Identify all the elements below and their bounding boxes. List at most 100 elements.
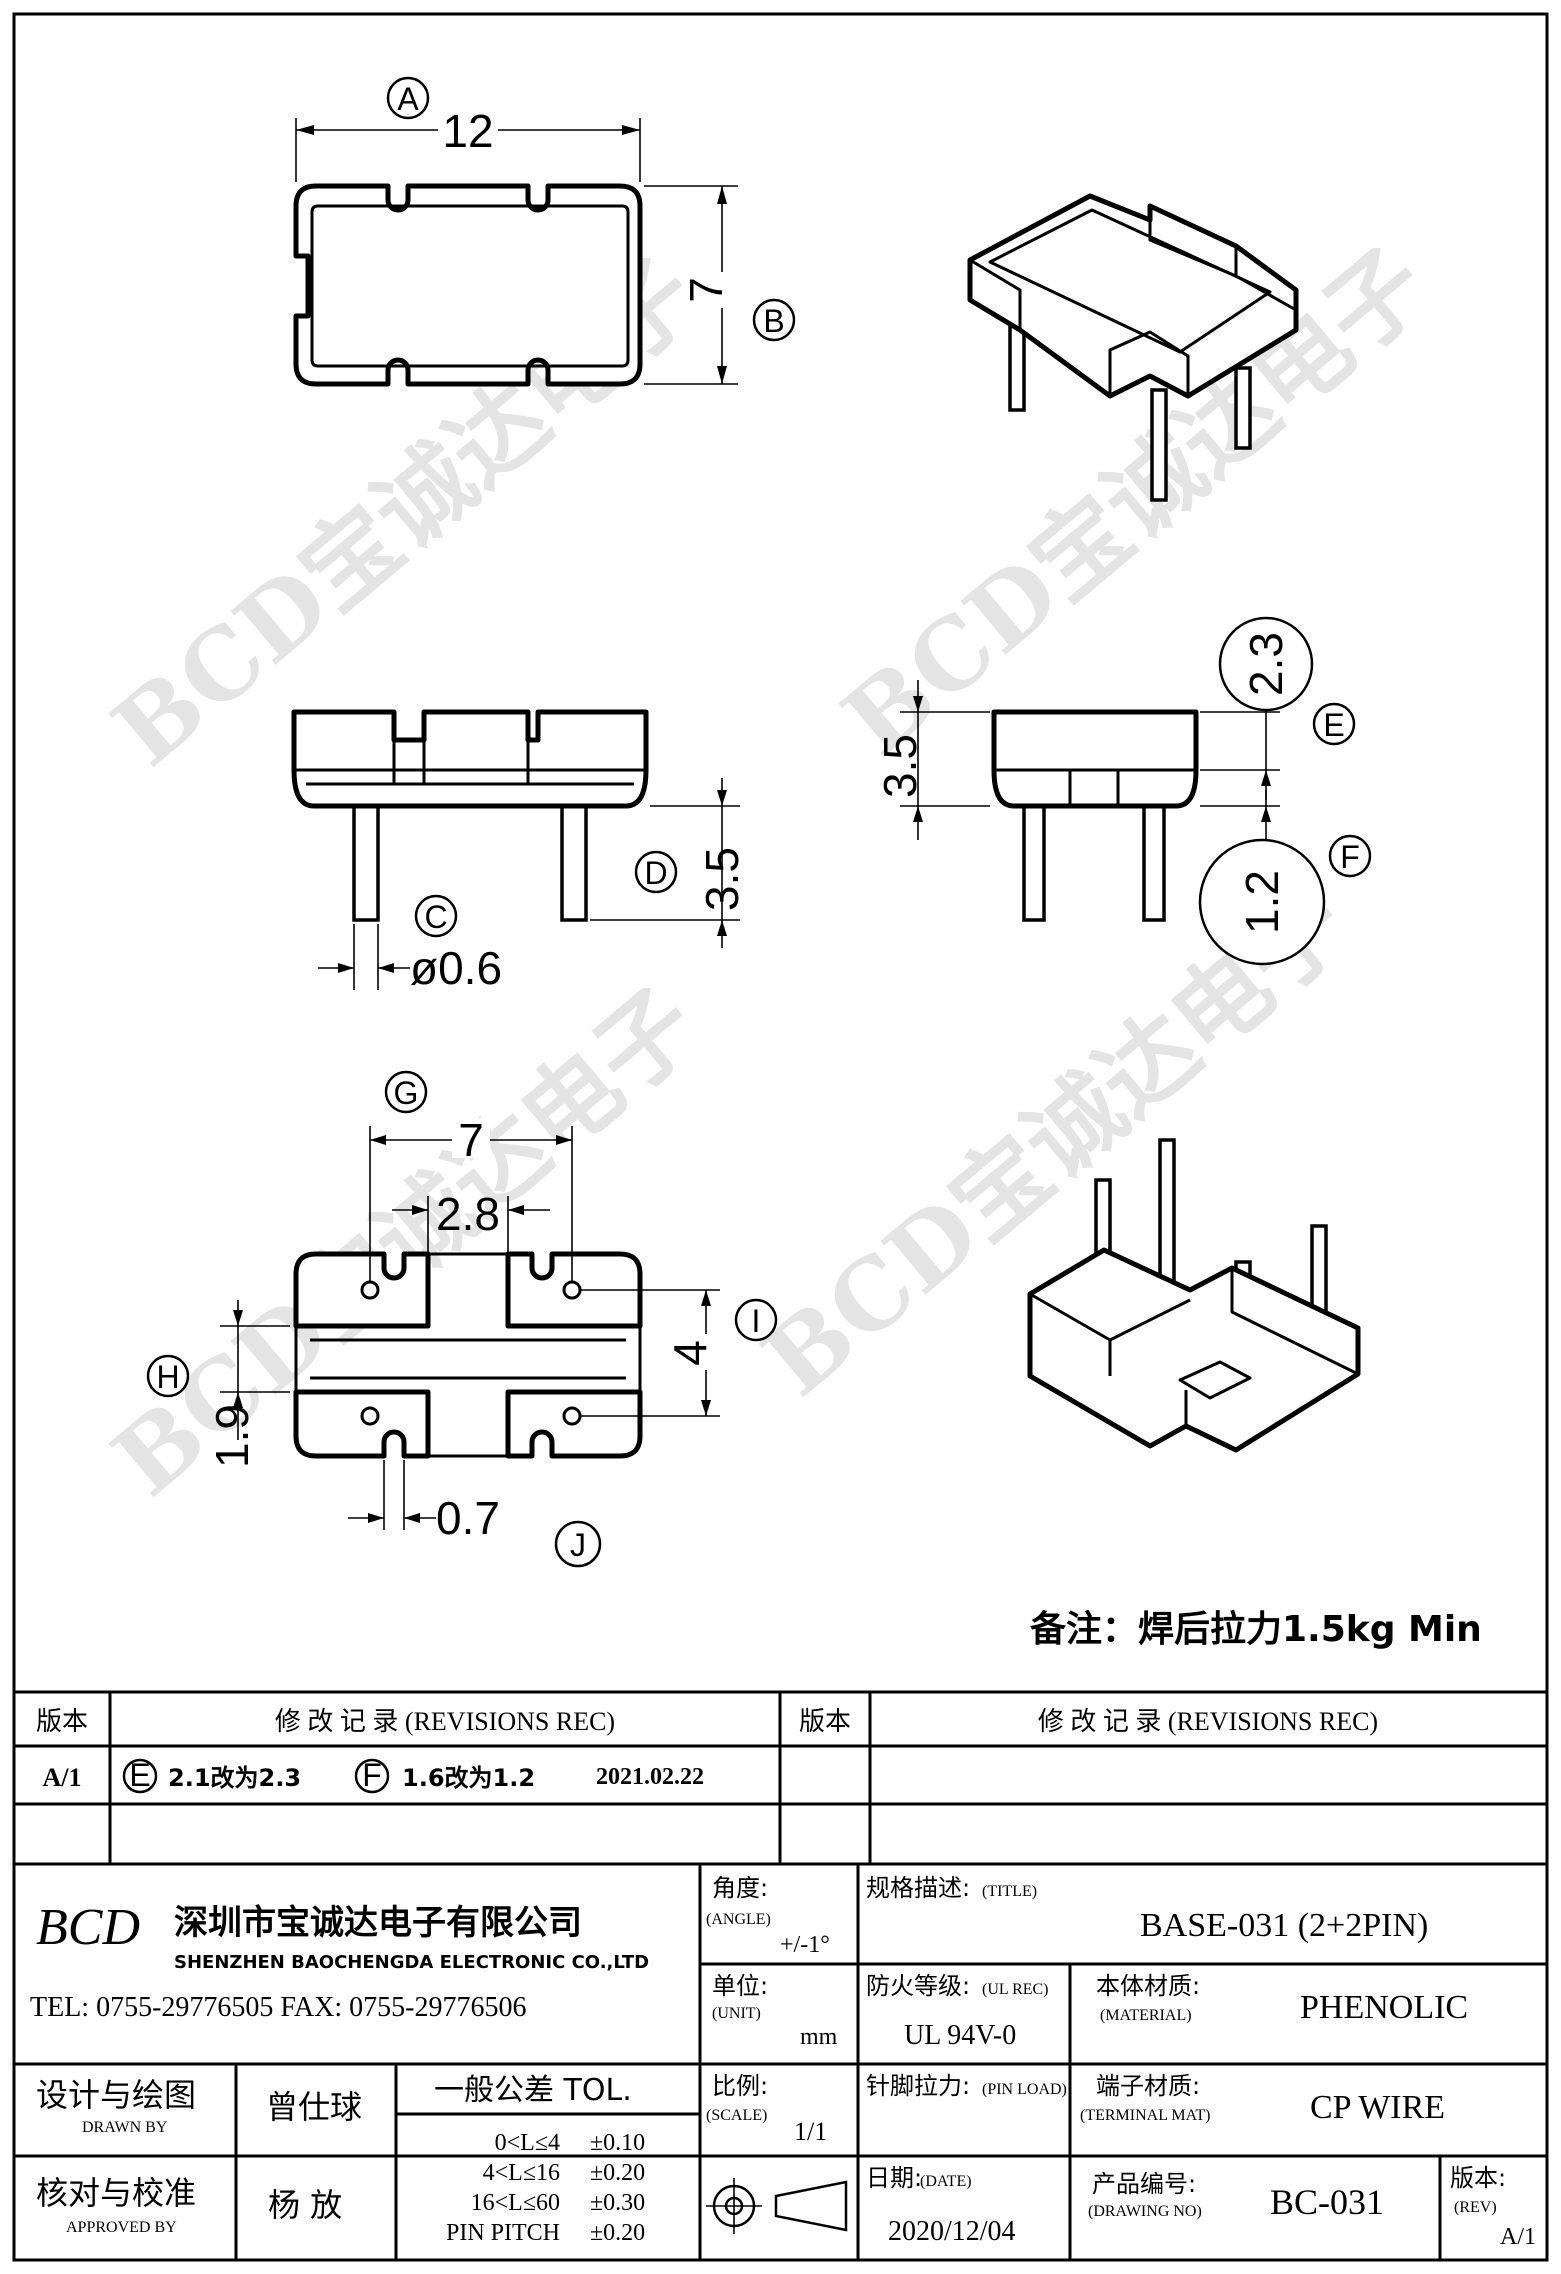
tol-title: 一般公差 TOL.: [434, 2073, 632, 2108]
callout-i: [734, 1298, 778, 1342]
body-height-value: 2.3: [1240, 632, 1292, 696]
top-depth-value: 7: [680, 277, 732, 303]
callout-j: [554, 1520, 602, 1568]
top-width-value: 12: [442, 105, 493, 157]
rev-e-text: 2.1改为2.3: [168, 1764, 301, 1792]
title-label: 规格描述:: [866, 1874, 970, 1902]
scale-label: 比例:: [712, 2072, 768, 2100]
callout-e-label: E: [1323, 707, 1344, 743]
date-label: 日期:: [866, 2164, 922, 2192]
callout-a-label: A: [397, 81, 419, 117]
company-contact: TEL: 0755-29776505 FAX: 0755-29776506: [30, 1992, 526, 2023]
drawing-label: 产品编号:: [1092, 2170, 1196, 2198]
callout-c: [414, 894, 458, 938]
title-block: BCD 深圳市宝诚达电子有限公司 SHENZHEN BAOCHENGDA ELE…: [12, 1862, 1549, 2262]
rev-label-en: (REV): [1454, 2199, 1497, 2216]
tol-value-0: ±0.10: [590, 2130, 645, 2156]
title-label-en: (TITLE): [982, 1883, 1037, 1900]
rev-col-version: 版本: [36, 1707, 88, 1737]
scale-label-en: (SCALE): [706, 2107, 767, 2124]
callout-b-label: B: [763, 303, 784, 339]
terminal-label-en: (TERMINAL MAT): [1080, 2107, 1211, 2124]
rev-col-version-2: 版本: [799, 1707, 851, 1737]
callout-i-label: I: [752, 1303, 761, 1339]
material-value: PHENOLIC: [1300, 1989, 1468, 2026]
slot-value: 0.7: [436, 1492, 500, 1544]
standoff-value: 1.2: [1236, 870, 1288, 934]
approved-label: 核对与校准: [36, 2174, 196, 2212]
material-label: 本体材质:: [1096, 1972, 1200, 2000]
bottom-view: 7 G 2.8 1.9 H 4 I 0.7: [146, 1070, 778, 1568]
ul-value: UL 94V-0: [904, 2020, 1016, 2051]
tol-range-3: PIN PITCH: [446, 2220, 560, 2246]
rev-col-record: 修 改 记 录 (REVISIONS REC): [275, 1707, 615, 1736]
date-label-en: (DATE): [920, 2173, 972, 2190]
pull-force-note: 备注：焊后拉力1.5kg Min: [1030, 1609, 1482, 1650]
scale-value: 1/1: [794, 2117, 827, 2146]
unit-label: 单位:: [712, 1972, 768, 2000]
angle-label: 角度:: [712, 1874, 768, 1902]
pin-length-value: 3.5: [696, 847, 748, 911]
tol-range-2: 16<L≤60: [471, 2190, 560, 2216]
ul-label-en: (UL REC): [982, 1981, 1049, 1998]
top-view: 12 A 7 B: [293, 76, 796, 387]
revision-table: 版本 修 改 记 录 (REVISIONS REC) 版本 修 改 记 录 (R…: [12, 1690, 1549, 1866]
front-view: 3.5 2.3 E 1.2 F: [874, 616, 1372, 966]
detail-circle-f: [1198, 838, 1326, 966]
drawn-label: 设计与绘图: [36, 2076, 196, 2114]
callout-h-label: H: [156, 1359, 179, 1395]
tol-value-3: ±0.20: [590, 2220, 645, 2246]
isometric-view-top: [967, 193, 1299, 502]
pitch-h-value: 1.9: [206, 1404, 258, 1468]
isometric-view-bottom: [1027, 1138, 1361, 1453]
unit-value: mm: [800, 2024, 838, 2050]
pin-diameter-value: ø0.6: [410, 942, 502, 994]
callout-g-label: G: [394, 1075, 419, 1111]
callout-a: [386, 76, 430, 120]
angle-label-en: (ANGLE): [706, 1911, 771, 1928]
pin-gap-value: 2.8: [436, 1188, 500, 1240]
pinload-label-en: (PIN LOAD): [982, 2081, 1067, 2098]
material-label-en: (MATERIAL): [1100, 2007, 1192, 2024]
callout-d-label: D: [644, 855, 667, 891]
callout-b: [752, 298, 796, 342]
callout-j-label: J: [570, 1527, 586, 1563]
rev-date: 2021.02.22: [596, 1764, 704, 1790]
drawn-label-en: DRAWN BY: [82, 2119, 168, 2136]
company-name-cn: 深圳市宝诚达电子有限公司: [174, 1903, 582, 1943]
terminal-label: 端子材质:: [1096, 2072, 1200, 2100]
title-value: BASE-031 (2+2PIN): [1140, 1907, 1428, 1944]
tol-range-1: 4<L≤16: [483, 2160, 560, 2186]
drawn-value: 曾仕球: [266, 2088, 362, 2126]
tol-range-0: 0<L≤4: [495, 2130, 560, 2156]
rev-row-version: A/1: [43, 1763, 82, 1792]
callout-f: [1328, 834, 1372, 878]
detail-circle-e: [1218, 616, 1314, 712]
pitch-v-value: 4: [664, 1340, 716, 1366]
callout-h: [146, 1354, 190, 1398]
rev-label: 版本:: [1450, 2164, 1506, 2192]
tol-value-2: ±0.30: [590, 2190, 645, 2216]
front-height-value: 3.5: [874, 734, 926, 798]
approved-label-en: APPROVED BY: [66, 2219, 177, 2236]
side-view: ø0.6 C 3.5 D: [291, 709, 748, 994]
terminal-value: CP WIRE: [1310, 2089, 1445, 2126]
drawing-value: BC-031: [1270, 2182, 1384, 2222]
ul-label: 防火等级:: [866, 1972, 970, 2000]
pinload-label: 针脚拉力:: [866, 2072, 970, 2100]
date-value: 2020/12/04: [888, 2216, 1016, 2247]
drawing-label-en: (DRAWING NO): [1088, 2203, 1202, 2220]
unit-label-en: (UNIT): [712, 2005, 761, 2022]
callout-g: [384, 1070, 428, 1114]
rev-col-record-2: 修 改 记 录 (REVISIONS REC): [1038, 1707, 1378, 1736]
approved-value: 杨 放: [268, 2186, 342, 2224]
company-name-en: SHENZHEN BAOCHENGDA ELECTRONIC CO.,LTD: [174, 1952, 649, 1973]
rev-e-mark: E: [129, 1757, 150, 1793]
callout-d: [634, 850, 678, 894]
callout-c-label: C: [424, 899, 447, 935]
rev-value: A/1: [1500, 2224, 1536, 2250]
callout-e: [1312, 702, 1356, 746]
rev-f-mark: F: [362, 1757, 382, 1793]
tol-value-1: ±0.20: [590, 2160, 645, 2186]
